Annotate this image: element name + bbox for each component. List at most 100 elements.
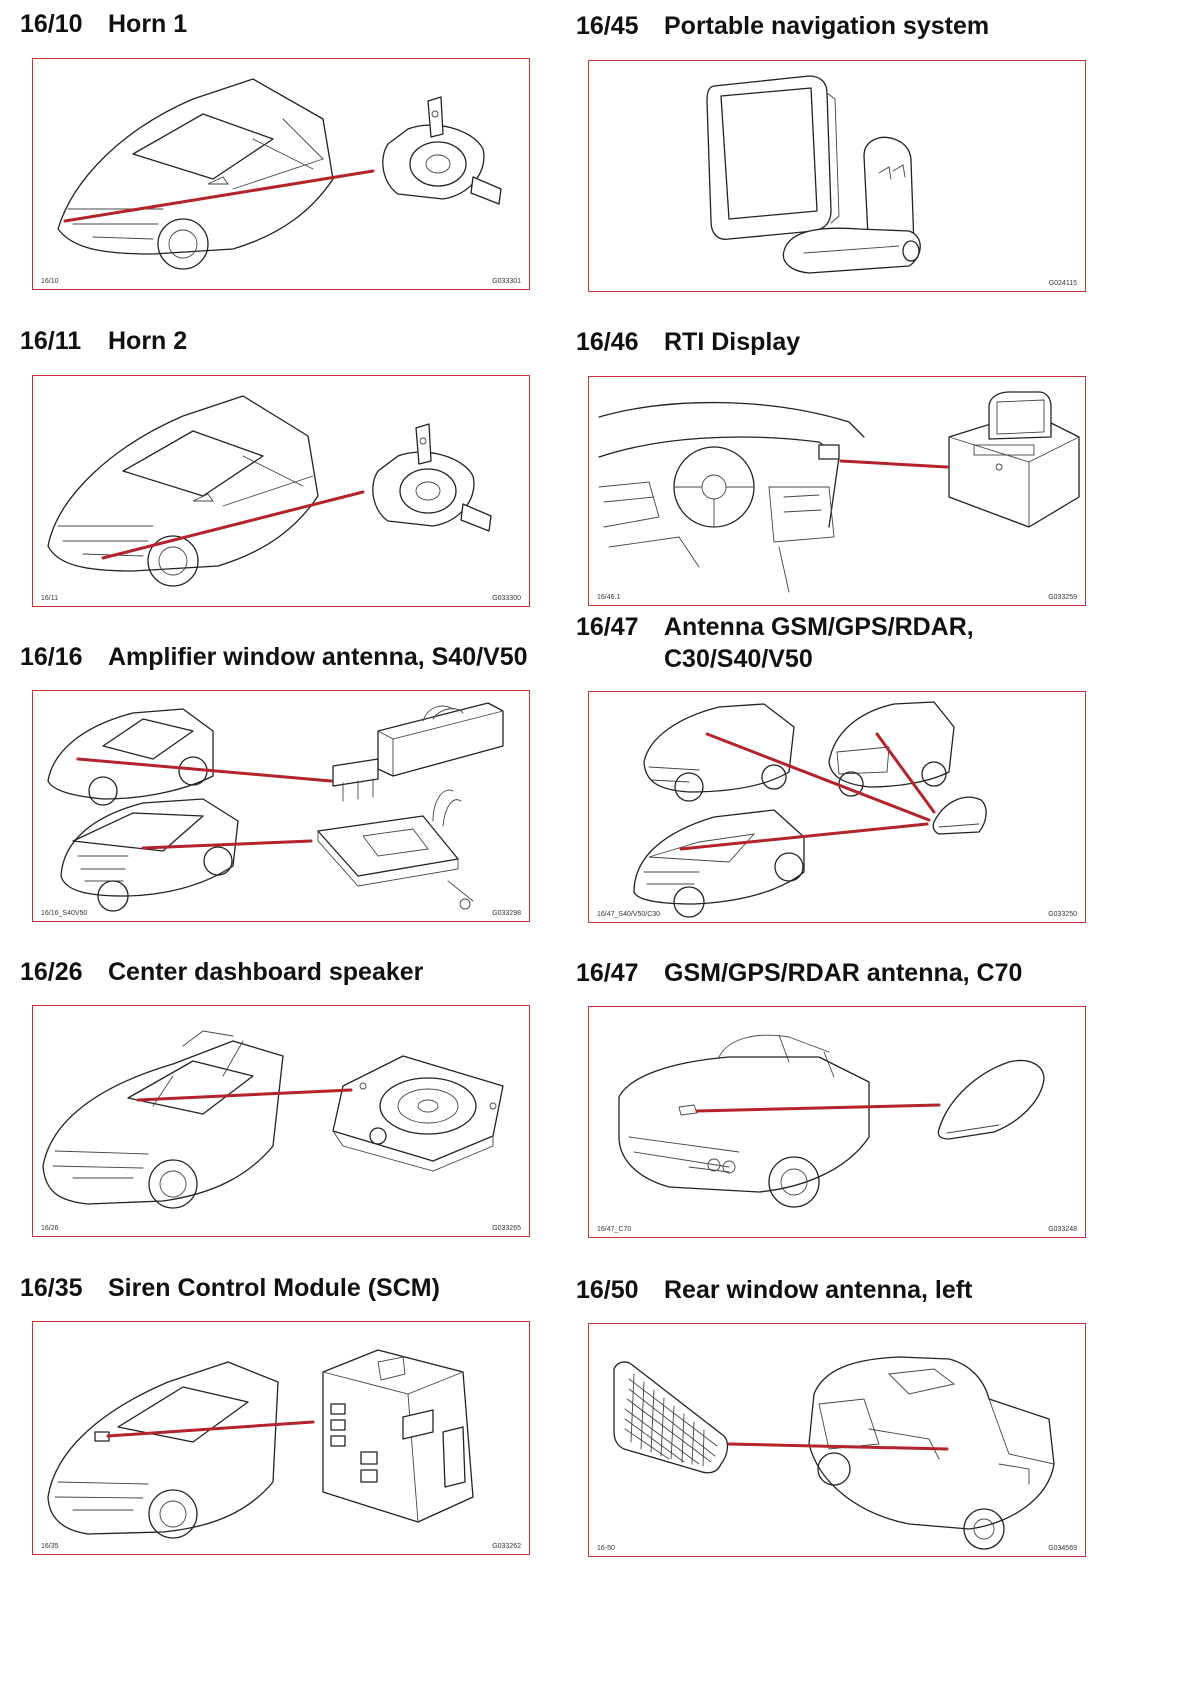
siren-module-illustration [47,1349,474,1539]
entry-title-line: Siren Control Module (SCM) [108,1274,440,1302]
figure-ref-right: G033301 [492,278,521,285]
navigation-illustration [706,75,921,274]
wagon-drawing [60,798,239,912]
illustration-frame-navigation: G024115 [588,60,1086,292]
illustration-frame-amplifier: 16/16_S40V50 G033298 [32,690,530,922]
illustration-frame-horn-2: 16/11 G033300 [32,375,530,607]
figure-ref-right: G033262 [492,1543,521,1550]
entry-code: 16/50 [576,1276,639,1304]
amplifier-part-1 [332,702,504,802]
figure-ref-right: G033298 [492,910,521,917]
entry-title: RTI Display [664,326,800,358]
siren-module-part [322,1349,474,1523]
figure-ref-right: G033250 [1048,911,1077,918]
car-horn-illustration [57,78,502,270]
rear-window-antenna-illustration [613,1356,1055,1550]
entry-heading: 16/50 Rear window antenna, left [576,1274,972,1306]
entry-heading: 16/47 GSM/GPS/RDAR antenna, C70 [576,957,1022,989]
entry-title: GSM/GPS/RDAR antenna, C70 [664,957,1022,989]
leader-line [695,1103,941,1113]
shark-fin-antenna [937,1059,1045,1140]
sedan-drawing [47,708,214,806]
entry-code: 16/11 [20,327,82,355]
dashboard-drawing [598,401,865,593]
figure-ref-right: G033265 [492,1225,521,1232]
illustration-frame-roof-antenna: 16/47_S40/V50/C30 G033250 [588,691,1086,923]
figure-ref-left: 16/47_C70 [597,1226,632,1233]
illustration-frame-horn-1: 16/10 G033301 [32,58,530,290]
car-drawing [47,395,319,587]
entry-title-line: Rear window antenna, left [664,1276,973,1304]
figure-ref-right: G024115 [1048,280,1077,287]
leader-line [136,1088,353,1102]
car-drawing [57,78,334,270]
figure-ref-left: 16/47_S40/V50/C30 [597,911,661,918]
entry-code: 16/47 [576,613,639,641]
rti-display-illustration [598,391,1080,593]
entry-heading: 16/10 Horn 1 [20,8,187,40]
entry-heading: 16/46 RTI Display [576,326,800,358]
rti-display-part [948,391,1080,528]
figure-ref-right: G033300 [492,595,521,602]
leader-line [727,1442,949,1451]
entry-title: Horn 2 [108,325,187,357]
convertible-drawing [618,1034,870,1208]
entry-title: Antenna GSM/GPS/RDAR,C30/S40/V50 [664,611,974,675]
entry-code: 16/10 [20,10,83,38]
speaker-part [332,1055,504,1172]
entry-heading: 16/47 Antenna GSM/GPS/RDAR,C30/S40/V50 [576,611,974,675]
navigation-screen [706,75,840,240]
c70-antenna-illustration [618,1034,1045,1208]
horn-part [372,423,492,532]
figure-ref-left: 16/35 [41,1543,59,1550]
figure-ref-left: 16/10 [41,278,59,285]
entry-code: 16/46 [576,328,639,356]
hatchback-drawing [633,809,805,918]
figure-ref-left: 16/11 [41,595,58,602]
entry-title: Siren Control Module (SCM) [108,1272,440,1304]
illustration-frame-rear-window: 16-50 G034569 [588,1323,1086,1557]
entry-title: Amplifier window antenna, S40/V50 [108,641,528,673]
figure-ref-left: 16/46.1 [597,594,621,601]
entry-title: Horn 1 [108,8,187,40]
figure-ref-right: G034569 [1048,1545,1077,1552]
navigation-mount [782,136,921,274]
entry-title: Portable navigation system [664,10,989,42]
car-drawing [47,1361,279,1539]
entry-code: 16/35 [20,1274,83,1302]
leader-line-1 [76,757,333,783]
leader-line [106,1420,315,1438]
figure-ref-left: 16/16_S40V50 [41,910,88,917]
wagon-drawing [828,701,955,797]
car-drawing [42,1030,284,1209]
hatchback-drawing [808,1356,1055,1550]
illustration-frame-speaker: 16/26 G033265 [32,1005,530,1237]
leader-line-3 [679,822,929,851]
entry-title-line: Center dashboard speaker [108,958,424,986]
leader-line [839,459,949,469]
speaker-illustration [42,1030,504,1209]
entry-heading: 16/11 Horn 2 [20,325,187,357]
entry-heading: 16/35 Siren Control Module (SCM) [20,1272,440,1304]
leader-line-2 [141,839,313,850]
illustration-frame-c70-antenna: 16/47_C70 G033248 [588,1006,1086,1238]
entry-title-line: Horn 1 [108,10,188,38]
entry-title: Center dashboard speaker [108,956,423,988]
figure-ref-right: G033259 [1048,594,1077,601]
illustration-frame-siren: 16/35 G033262 [32,1321,530,1555]
entry-title-line: RTI Display [664,328,801,356]
entry-code: 16/16 [20,643,83,671]
entry-title-line: Horn 2 [108,327,188,355]
figure-ref-right: G033248 [1048,1226,1077,1233]
entry-heading: 16/26 Center dashboard speaker [20,956,423,988]
figure-ref-left: 16-50 [597,1545,615,1552]
entry-code: 16/47 [576,959,639,987]
shark-fin-antenna [932,796,987,835]
entry-title-line: C30/S40/V50 [664,645,813,673]
entry-code: 16/26 [20,958,83,986]
entry-title-line: GSM/GPS/RDAR antenna, C70 [664,959,1023,987]
illustration-frame-rti: 16/46.1 G033259 [588,376,1086,606]
figure-ref-left: 16/26 [41,1225,59,1232]
entry-title-line: Portable navigation system [664,12,990,40]
